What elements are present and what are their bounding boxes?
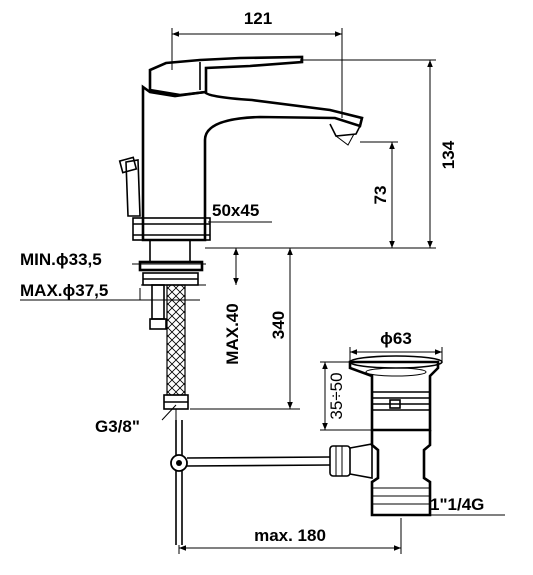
dim-drain-thread: 1"1/4G xyxy=(430,495,484,514)
dim-rod-length: max. 180 xyxy=(254,526,326,545)
dim-height-total: 134 xyxy=(439,140,458,169)
dim-width-top: 121 xyxy=(244,9,272,28)
popup-linkage xyxy=(170,355,443,545)
dim-connection: G3/8" xyxy=(95,417,140,436)
dimension-lines xyxy=(20,28,505,554)
dim-drain-adjust: 35÷50 xyxy=(327,372,346,419)
dim-drain-diameter: ϕ63 xyxy=(380,329,412,348)
dim-hose-length: 340 xyxy=(269,311,288,339)
dim-height-spout: 73 xyxy=(371,186,390,205)
dim-min-hole: MIN.ϕ33,5 xyxy=(20,250,102,269)
dim-base-size: 50x45 xyxy=(212,201,259,220)
faucet-body xyxy=(118,55,364,452)
dim-max-thickness: MAX.40 xyxy=(223,303,242,364)
dim-max-hole: MAX.ϕ37,5 xyxy=(20,281,108,300)
